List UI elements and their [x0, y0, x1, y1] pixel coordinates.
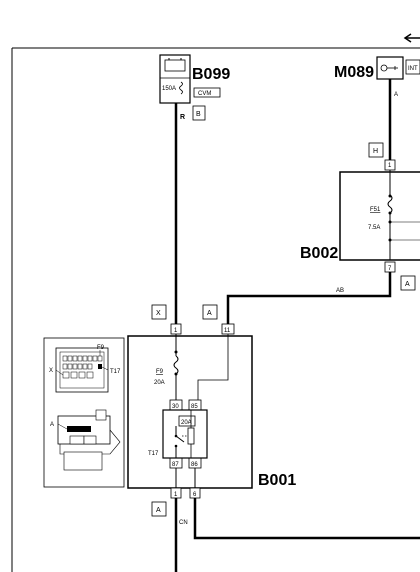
b002-pin-top: 1	[388, 163, 392, 169]
b002-connector-top-box	[368, 142, 384, 158]
b002-pin-bottom: 7	[388, 266, 392, 272]
b001-label: B001	[258, 472, 296, 489]
b001-connector-top-left: X	[156, 310, 161, 317]
b002-connector-top: H	[373, 148, 378, 155]
locator-fuse: F9	[97, 345, 105, 351]
b099-tag-box	[193, 87, 221, 98]
b001-pin-out-right: 6	[193, 492, 197, 498]
relay-pin-85: 85	[191, 404, 198, 410]
m089-switch	[376, 56, 404, 80]
b099-label: B099	[192, 66, 230, 83]
locator-inset	[43, 337, 125, 488]
b002-fuse-name: F51	[370, 207, 381, 213]
m089-tag: INT	[408, 66, 418, 72]
b002-label: B002	[300, 245, 338, 262]
m089-tag-box	[405, 59, 420, 75]
b001-pin-in-left: 1	[174, 328, 178, 334]
relay-pin-87: 87	[172, 462, 179, 468]
locator-connector: A	[50, 422, 54, 428]
m089-label: M089	[334, 64, 374, 81]
relay-rating: 20A	[181, 420, 192, 426]
b001-pin-in-right: 11	[224, 328, 231, 334]
b002-fuse-box	[339, 170, 420, 261]
b099-connector-box	[192, 105, 206, 121]
b001-connector-top-right: A	[207, 310, 212, 317]
b099-tag: CVM	[198, 91, 211, 97]
b001-fuse-relay-box	[127, 323, 253, 499]
b099-connector: B	[196, 111, 201, 118]
relay-pin-30: 30	[172, 404, 179, 410]
b001-fuse-rating: 20A	[154, 380, 165, 386]
b001-pin-out-left: 1	[174, 492, 178, 498]
wire-b002-b001	[226, 272, 392, 324]
b002-fuse-rating: 7.5A	[368, 225, 380, 231]
relay-name: T17	[148, 451, 159, 457]
b099-battery	[159, 54, 191, 104]
b001-fuse-name: F9	[156, 369, 164, 375]
page-frame	[11, 47, 420, 572]
b001-wire-out: CN	[179, 520, 188, 526]
m089-wire: A	[394, 92, 398, 98]
wire-b001-out-right	[193, 498, 420, 540]
b002-connector-bottom-box	[400, 275, 416, 291]
b002-wire-out: AB	[336, 288, 344, 294]
b099-wire: R	[180, 114, 185, 121]
b001-connector-bottom: A	[156, 507, 161, 514]
relay-pin-86: 86	[191, 462, 198, 468]
locator-relay: T17	[110, 369, 121, 375]
b099-fuse-rating: 150A	[162, 86, 176, 92]
b001-connector-bottom-box	[151, 501, 167, 517]
continuation-arrow-icon	[403, 33, 420, 43]
b002-connector-bottom: A	[405, 281, 410, 288]
locator-box: X	[49, 368, 53, 374]
b001-connector-a-box	[202, 304, 218, 320]
b001-connector-x-box	[151, 304, 167, 320]
